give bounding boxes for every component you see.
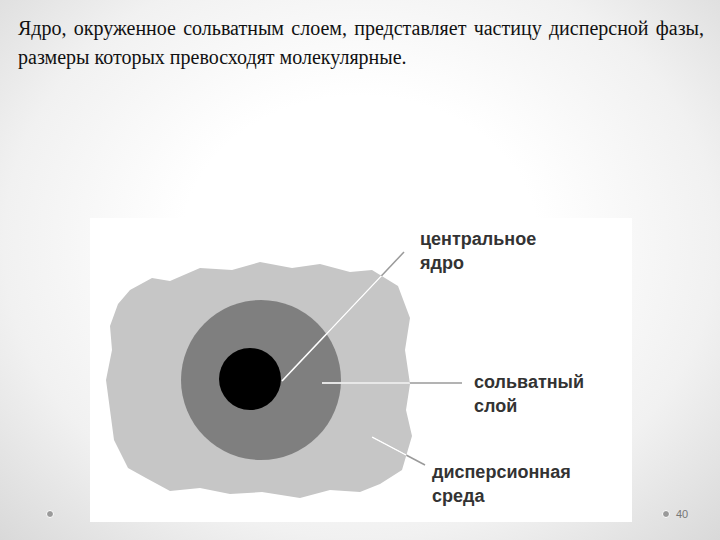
leader-lines bbox=[282, 252, 462, 465]
slide-heading: Ядро, окруженное сольватным слоем, предс… bbox=[18, 14, 704, 72]
figure-ground bbox=[90, 218, 632, 522]
leader-line bbox=[372, 437, 425, 465]
solvate-layer bbox=[181, 300, 341, 460]
leader-line bbox=[372, 437, 425, 465]
callout-label: дисперсионная среда bbox=[432, 460, 627, 508]
page-number: 40 bbox=[676, 508, 706, 520]
dispersion-medium bbox=[106, 262, 412, 498]
leader-line bbox=[282, 252, 404, 381]
leader-line bbox=[322, 382, 462, 384]
callout-label: сольватный слой bbox=[474, 370, 624, 418]
callout-label: центральное ядро bbox=[420, 227, 585, 275]
slide-dot bbox=[663, 511, 670, 518]
slide-dot bbox=[47, 511, 54, 518]
leader-line bbox=[282, 252, 404, 381]
central-core bbox=[219, 348, 281, 410]
leader-line bbox=[322, 382, 462, 384]
